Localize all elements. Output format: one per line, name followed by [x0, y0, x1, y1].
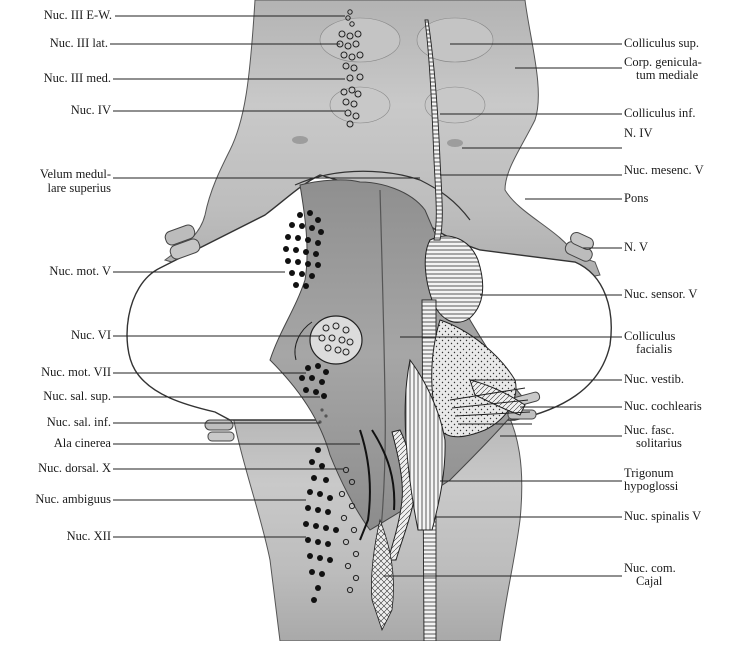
label-nuc-sensor-v: Nuc. sensor. V — [624, 288, 697, 301]
label-colliculus-2: facialis — [636, 343, 672, 356]
label-velum-2: lare superius — [47, 182, 111, 195]
label-nuc-vestib: Nuc. vestib. — [624, 373, 684, 386]
label-nuc-xii: Nuc. XII — [67, 530, 111, 543]
label-corp-gen-2: tum mediale — [636, 69, 698, 82]
label-nuc-mot-vii: Nuc. mot. VII — [41, 366, 111, 379]
label-pons: Pons — [624, 192, 648, 205]
label-ala-cinerea: Ala cinerea — [54, 437, 111, 450]
label-nuc-spinalis-v: Nuc. spinalis V — [624, 510, 701, 523]
label-velum-1: Velum medul- — [40, 168, 111, 181]
label-nuc-iii-lat: Nuc. III lat. — [50, 37, 108, 50]
label-nuc-iii-med: Nuc. III med. — [44, 72, 111, 85]
label-nuc-ambiguus: Nuc. ambiguus — [35, 493, 111, 506]
label-n-iv: N. IV — [624, 127, 652, 140]
colliculus-sup-shape — [320, 18, 400, 62]
label-colliculus-inf: Colliculus inf. — [624, 107, 696, 120]
label-trigonum-2: hypoglossi — [624, 480, 678, 493]
label-n-v: N. V — [624, 241, 648, 254]
label-nuc-sal-inf: Nuc. sal. inf. — [47, 416, 111, 429]
label-nuc-iii-ew: Nuc. III E-W. — [44, 9, 112, 22]
label-nuc-vi: Nuc. VI — [71, 329, 111, 342]
label-nuc-fasc-2: solitarius — [636, 437, 682, 450]
label-nuc-dorsal-x: Nuc. dorsal. X — [38, 462, 111, 475]
label-nuc-cochlearis: Nuc. cochlearis — [624, 400, 702, 413]
label-nuc-iv: Nuc. IV — [71, 104, 111, 117]
label-nuc-mot-v: Nuc. mot. V — [49, 265, 111, 278]
label-colliculus-sup: Colliculus sup. — [624, 37, 699, 50]
label-nuc-sal-sup: Nuc. sal. sup. — [43, 390, 111, 403]
label-nuc-mesenc-v: Nuc. mesenc. V — [624, 164, 704, 177]
label-nuc-com-2: Cajal — [636, 575, 662, 588]
